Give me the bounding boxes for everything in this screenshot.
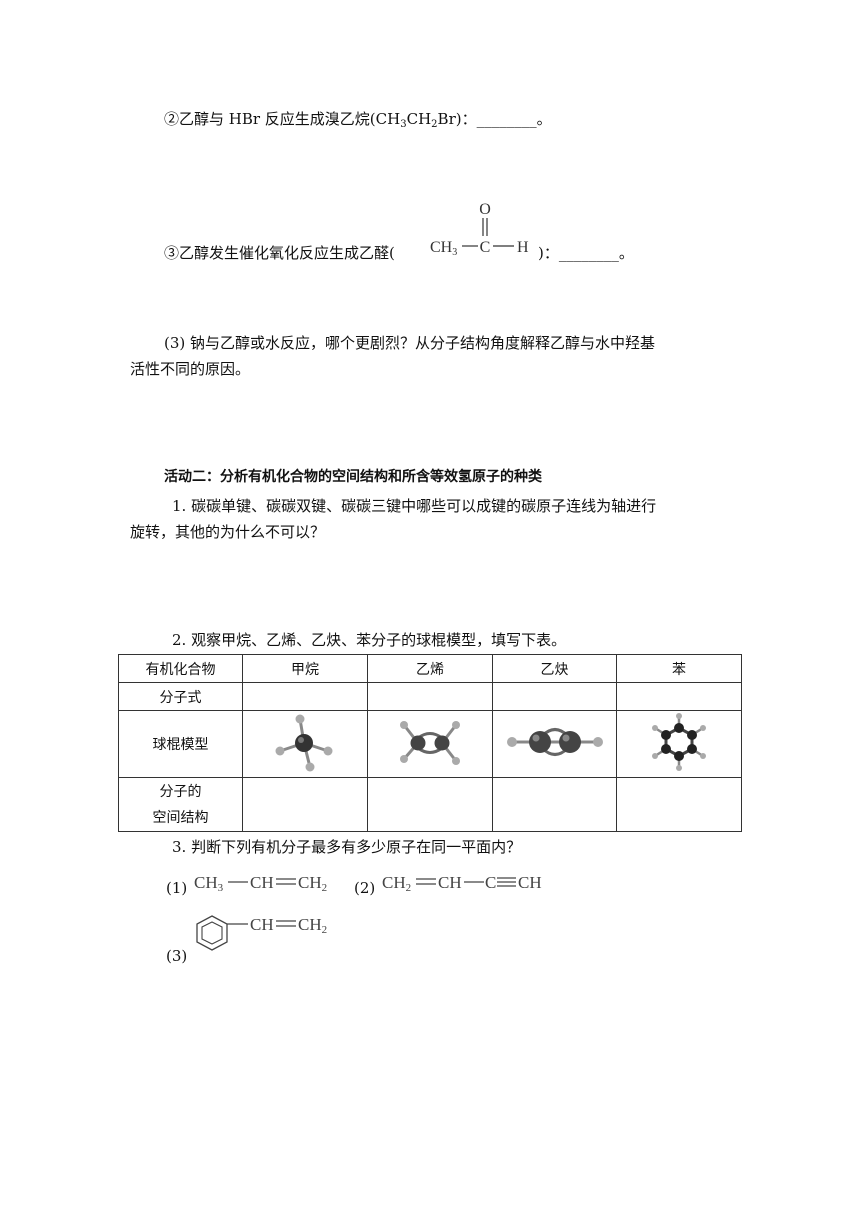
row-formula-label: 分子式 [118,682,243,711]
question-3-line1: (3) 钠与乙醇或水反应，哪个更剧烈？从分子结构角度解释乙醇与水中羟基 [164,334,656,352]
header-compound: 有机化合物 [118,654,243,683]
svg-text:CH2: CH2 [298,915,327,936]
acetylene-model-image [506,728,603,756]
svg-text:CH: CH [438,873,462,892]
svg-text:CH: CH [518,873,542,892]
propene-formula: CH3 CH CH2 [194,873,327,894]
activity-q1-line2: 旋转，其他的为什么不可以？ [130,523,326,541]
svg-text:CH2: CH2 [382,873,411,894]
header-acetylene: 乙炔 [492,654,617,683]
svg-text:O: O [479,201,491,218]
question-3-item: ③乙醇发生催化氧化反应生成乙醛( [164,244,395,262]
question-2-item: ②乙醇与 HBr 反应生成溴乙烷(CH3CH2Br)：________。 [164,110,552,130]
row-structure-label: 分子的空间结构 [118,777,243,832]
svg-text:C: C [485,873,496,892]
svg-text:CH3: CH3 [194,873,224,894]
header-benzene: 苯 [616,654,742,683]
acetaldehyde-formula: O CH3 C H [430,201,529,258]
header-methane: 甲烷 [242,654,368,683]
ethylene-model-image [400,721,460,765]
activity-q3: 3. 判断下列有机分子最多有多少原子在同一平面内？ [172,838,522,856]
question-3-suffix: )：________。 [538,244,634,262]
molecule-2-label: (2) [354,879,376,897]
styrene-formula: CH CH2 [196,915,327,951]
molecule-3-label: (3) [166,947,188,965]
svg-text:CH: CH [250,915,274,934]
vinylacetylene-formula: CH2 CH C CH [382,873,542,894]
svg-text:CH: CH [250,873,274,892]
molecule-table: 有机化合物 甲烷 乙烯 乙炔 苯 分子式 球棍模型 [118,654,742,832]
molecule-1-label: (1) [166,879,188,897]
svg-text:CH3: CH3 [430,239,457,258]
svg-text:H: H [517,239,529,256]
svg-text:CH2: CH2 [298,873,327,894]
question-3-line2: 活性不同的原因。 [130,360,251,378]
svg-text:C: C [480,239,491,256]
header-ethylene: 乙烯 [367,654,493,683]
row-model-label: 球棍模型 [118,710,243,778]
methane-model-image [275,714,333,772]
activity-q1-line1: 1. 碳碳单键、碳碳双键、碳碳三键中哪些可以成键的碳原子连线为轴进行 [172,497,657,515]
activity-q2: 2. 观察甲烷、乙烯、乙炔、苯分子的球棍模型，填写下表。 [172,631,567,649]
benzene-model-image [652,713,706,771]
activity-title: 活动二：分析有机化合物的空间结构和所含等效氢原子的种类 [164,469,542,485]
